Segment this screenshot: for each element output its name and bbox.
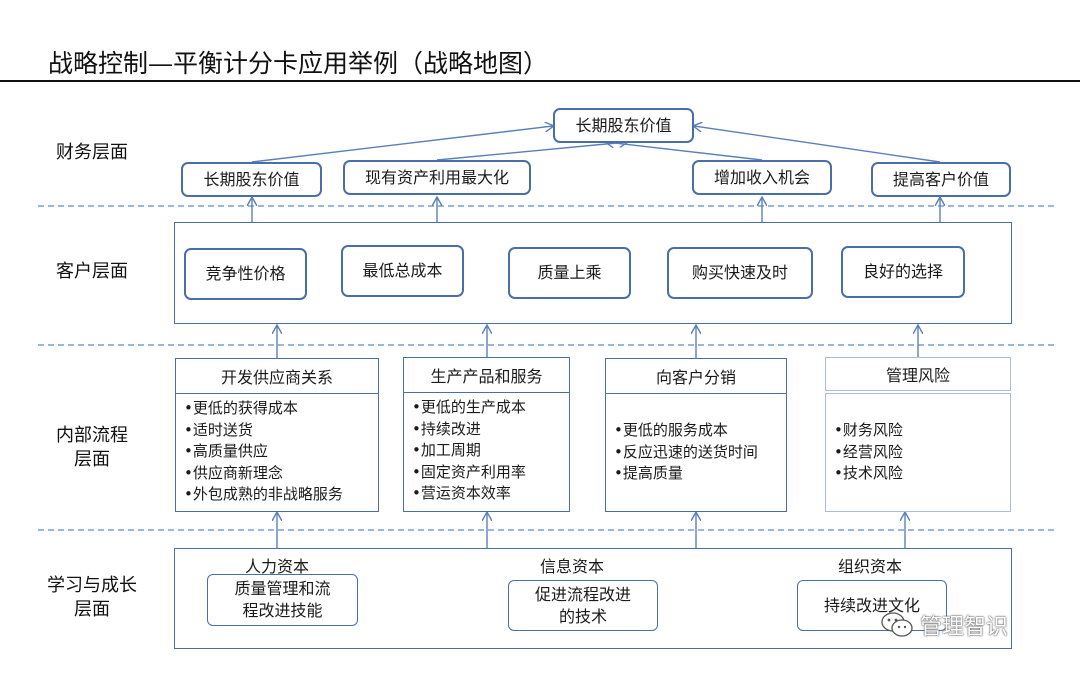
list-item: •固定资产利用率 — [412, 462, 526, 481]
list-item: •更低的服务成本 — [614, 421, 728, 440]
watermark-text: 管理智识 — [920, 615, 1009, 640]
list-item: •持续改进 — [412, 419, 481, 438]
arrow-fin4-top — [694, 126, 941, 163]
page-title: 战略控制—平衡计分卡应用举例（战略地图） — [48, 49, 549, 78]
internal-body-supplier: •更低的获得成本 •适时送货 •高质量供应 •供应商新理念 •外包成熟的非战略服… — [175, 393, 379, 512]
internal-body-distribution: •更低的服务成本 •反应迅速的送货时间 •提高质量 — [605, 393, 787, 512]
list-item: •提高质量 — [614, 464, 683, 483]
wechat-icon — [881, 612, 913, 637]
financial-node-2: 现有资产利用最大化 — [343, 160, 531, 195]
list-item: •高质量供应 — [184, 442, 268, 460]
customer-node-3: 质量上乘 — [508, 247, 631, 299]
internal-body-production: •更低的生产成本 •持续改进 •加工周期 •固定资产利用率 •营运资本效率 — [403, 392, 570, 512]
financial-node-3: 增加收入机会 — [692, 160, 832, 195]
list-item: •供应商新理念 — [184, 463, 283, 482]
internal-head-risk: 管理风险 — [825, 357, 1011, 391]
list-item: •更低的获得成本 — [184, 399, 298, 417]
learning-caption-human: 人力资本 — [245, 557, 310, 576]
layer-label-financial: 财务层面 — [56, 142, 128, 163]
list-item: •技术风险 — [834, 464, 903, 483]
list-item: •加工周期 — [412, 441, 481, 459]
arrow-fin3-top — [606, 142, 763, 161]
list-item: •外包成熟的非战略服务 — [184, 485, 343, 503]
layer-label-internal: 内部流程层面 — [56, 425, 128, 470]
list-item: •财务风险 — [834, 421, 903, 440]
arrow-fin2-top — [436, 142, 627, 161]
customer-node-4: 购买快速及时 — [667, 247, 813, 299]
layer-label-learning: 学习与成长层面 — [47, 575, 137, 620]
learning-node-information: 促进流程改进的技术 — [508, 580, 658, 631]
list-item: •经营风险 — [834, 442, 903, 461]
learning-node-human: 质量管理和流程改进技能 — [207, 574, 358, 626]
layer-label-customer: 客户层面 — [56, 261, 128, 282]
internal-body-risk: •财务风险 •经营风险 •技术风险 — [825, 393, 1011, 512]
internal-head-distribution: 向客户分销 — [605, 358, 787, 394]
title-rule — [0, 80, 1080, 82]
financial-node-4: 提高客户价值 — [871, 162, 1011, 197]
learning-caption-organization: 组织资本 — [838, 557, 903, 576]
watermark: 管理智识 — [880, 609, 1008, 641]
customer-node-2: 最低总成本 — [341, 245, 464, 297]
internal-head-supplier: 开发供应商关系 — [175, 358, 379, 394]
financial-top-node: 长期股东价值 — [553, 108, 694, 143]
list-item: •更低的生产成本 — [412, 398, 526, 416]
list-item: •适时送货 — [184, 420, 253, 439]
arrow-fin1-top — [251, 126, 553, 163]
customer-node-5: 良好的选择 — [841, 246, 965, 298]
learning-caption-information: 信息资本 — [540, 557, 605, 576]
list-item: •反应迅速的送货时间 — [614, 442, 758, 461]
internal-head-production: 生产产品和服务 — [403, 357, 570, 393]
customer-node-1: 竞争性价格 — [184, 248, 307, 300]
list-item: •营运资本效率 — [412, 484, 511, 502]
financial-node-1: 长期股东价值 — [181, 162, 322, 197]
learning-node-organization: 持续改进文化 — [797, 580, 947, 631]
